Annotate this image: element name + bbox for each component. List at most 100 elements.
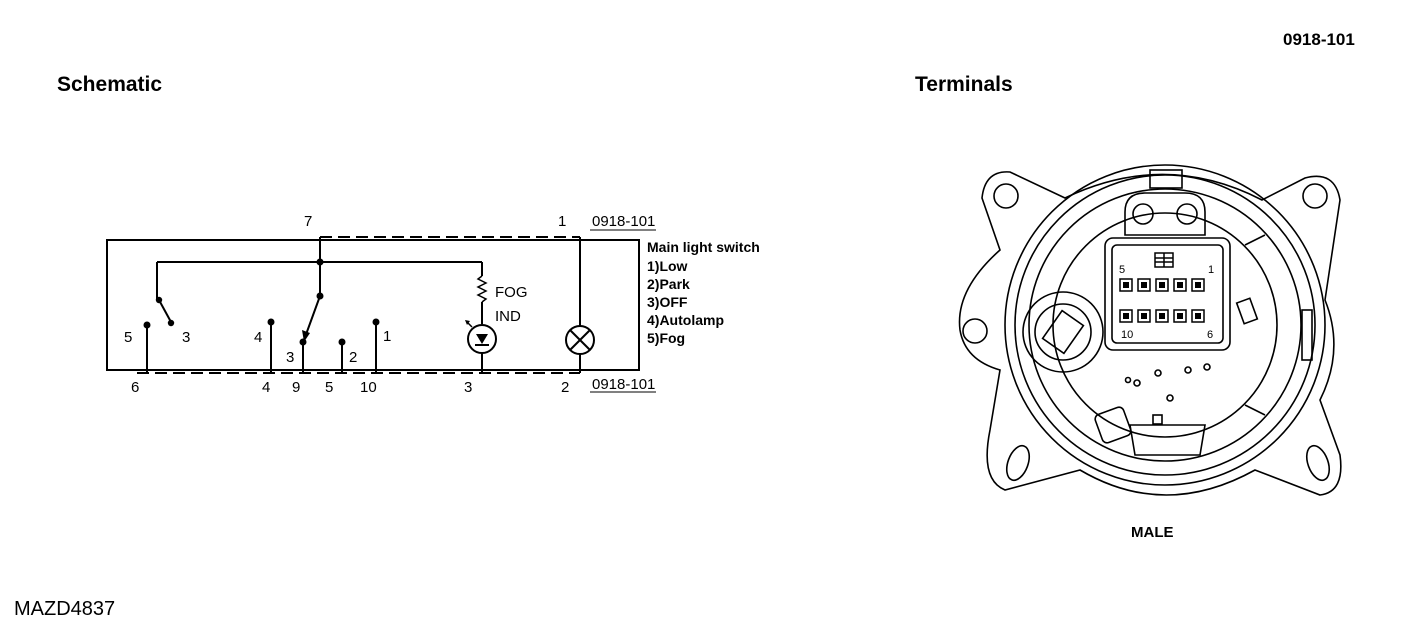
pin-5 [1119,278,1133,292]
face-dot-3 [1154,369,1162,377]
pin-6-core [1195,313,1201,319]
left-pivot-dot [155,296,163,304]
pin-7-label: 7 [304,213,312,230]
upper-latch-hole-right [1176,203,1198,225]
face-square-key [1152,414,1163,425]
pin-10-label: 10 [360,379,377,396]
legend-title: Main light switch [647,239,760,255]
lower-latch [1129,424,1206,456]
fog-label: FOG [495,284,528,301]
side-tab-right-top [1244,234,1266,246]
pin-9-core [1141,313,1147,319]
pin-9 [1137,309,1151,323]
face-dot-4 [1203,363,1211,371]
connector-gender-label: MALE [1131,524,1174,541]
pin-5-core [1123,282,1129,288]
pin-8 [1155,309,1169,323]
pin-7 [1173,309,1187,323]
pin-label-6: 6 [1207,329,1213,341]
pin-4-core [1141,282,1147,288]
mount-hole-bottom-left [1005,444,1031,482]
position-5-label: 5 [124,329,132,346]
position-4-label: 4 [254,329,262,346]
legend-item-4: 4)Autolamp [647,312,724,328]
pin-1 [1191,278,1205,292]
upper-latch [1124,192,1206,236]
bottom-connector-ref: 0918-101 [592,376,655,393]
face-dot-5 [1124,376,1132,384]
face-dot-6 [1166,394,1174,402]
left-switch-blade [158,299,172,323]
switch-housing [106,239,640,371]
led-diode-bar [475,344,489,346]
top-connector-ref: 0918-101 [592,213,655,230]
led-arrow-head [465,320,470,325]
terminals-title: Terminals [915,73,1013,96]
side-tab-right-bottom [1244,404,1266,416]
pin-label-1: 1 [1208,264,1214,276]
right-rail [1301,309,1313,361]
left-round-socket-inner [1034,303,1092,361]
pin-6 [1191,309,1205,323]
pin-label-10: 10 [1121,329,1133,341]
contact-4-dot [267,318,275,326]
pin-7-core [1177,313,1183,319]
legend-item-2: 2)Park [647,276,690,292]
pin-1-core [1195,282,1201,288]
pin-4-label: 4 [262,379,270,396]
mount-hole-left [962,318,988,344]
lamp-cross-b [569,329,591,351]
pin-6-label: 6 [131,379,139,396]
inner-body-ring [1028,188,1302,462]
mount-hole-bottom-right [1305,444,1331,482]
ind-label: IND [495,308,521,325]
pin-3 [1155,278,1169,292]
bus-junction-dot [316,258,324,266]
outer-body-ring [1004,164,1326,486]
pin-10 [1119,309,1133,323]
position-3-label: 3 [286,349,294,366]
figure-id: MAZD4837 [14,598,116,620]
face-ring [1052,212,1278,438]
legend-item-5: 5)Fog [647,330,685,346]
top-key [1149,169,1183,189]
pin-5-label: 5 [325,379,333,396]
connector-drawing [958,164,1342,496]
pin-label-5: 5 [1119,264,1125,276]
pin-2 [1173,278,1187,292]
rotary-pivot-dot [316,292,324,300]
contact-2-dot [338,338,346,346]
pin-3-core [1159,282,1165,288]
position-3-left-label: 3 [182,329,190,346]
face-dot-1 [1133,379,1141,387]
pin-2-label: 2 [561,379,569,396]
upper-latch-hole-left [1132,203,1154,225]
mounting-flange [958,171,1342,496]
pin-10-core [1123,313,1129,319]
lower-left-clip [1094,406,1132,444]
mount-hole-top-right [1302,183,1328,209]
contact-1-dot [372,318,380,326]
position-1-label: 1 [383,328,391,345]
position-2-label: 2 [349,349,357,366]
left-round-socket [1022,291,1104,373]
mount-hole-top-left [993,183,1019,209]
contact-5-dot [143,321,151,329]
mid-body-ring [1014,174,1316,476]
pin-3-label: 3 [464,379,472,396]
pin-8-core [1159,313,1165,319]
legend-item-3: 3)OFF [647,294,688,310]
left-contact-dot [167,319,175,327]
document-id: 0918-101 [1283,30,1355,49]
fog-resistor [476,275,488,303]
rotary-arrow-head [302,330,310,342]
schematic-title: Schematic [57,73,163,96]
legend-item-1: 1)Low [647,258,688,274]
pin-4 [1137,278,1151,292]
left-socket-key [1041,309,1085,355]
pin-9-label: 9 [292,379,300,396]
pin-housing-inner [1111,244,1224,344]
pin-grid [1119,252,1205,323]
pin-2-core [1177,282,1183,288]
